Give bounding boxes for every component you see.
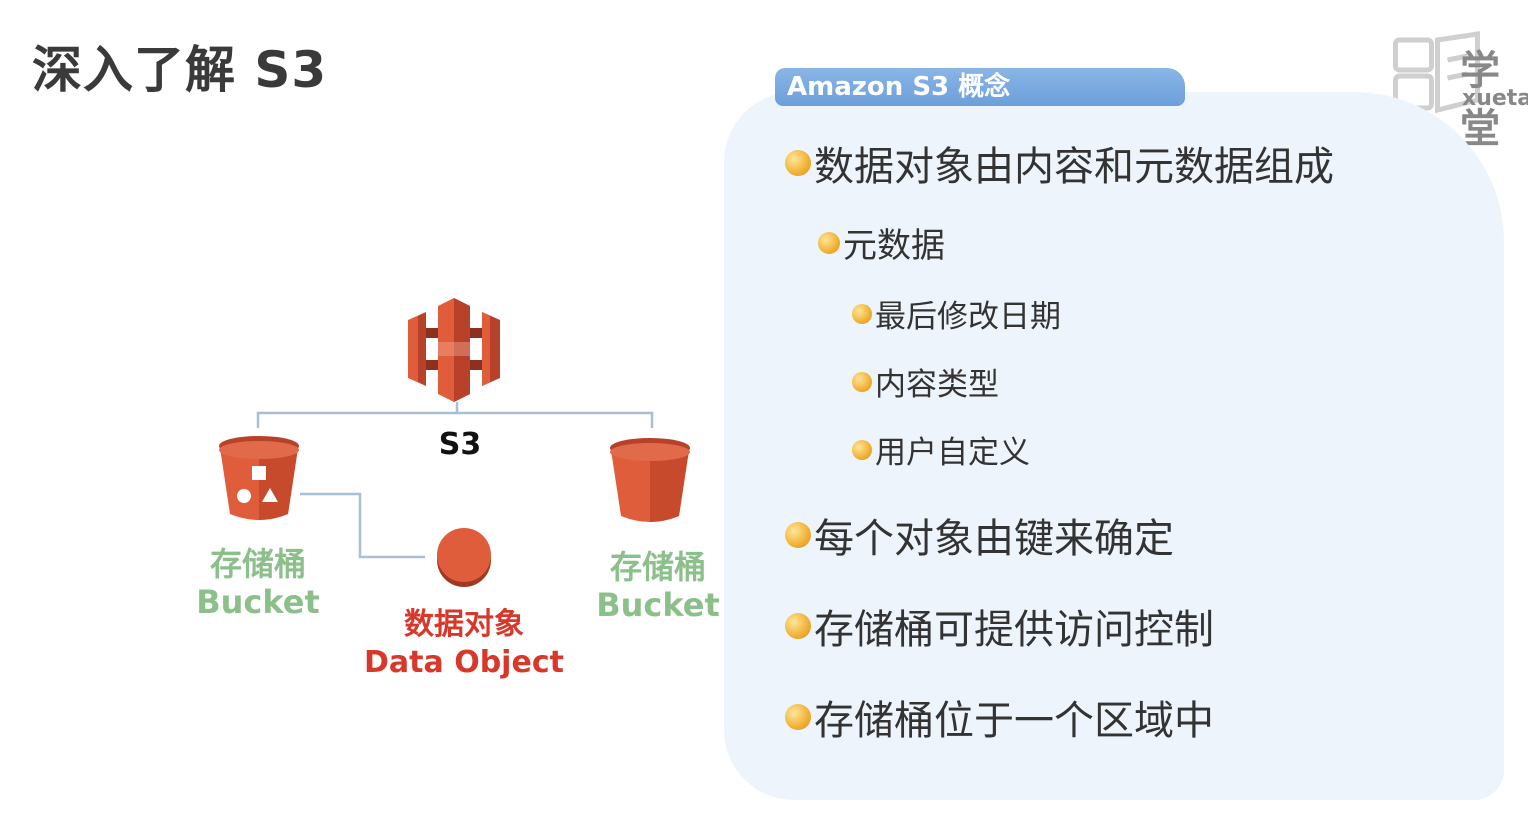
bullet-dot-icon: [852, 371, 872, 392]
data-object-icon: [437, 528, 491, 587]
bullet-item: 最后修改日期: [852, 291, 1061, 336]
s3-label: S3: [438, 427, 482, 462]
bullet-text: 数据对象由内容和元数据组成: [814, 144, 1334, 190]
data-object-cn: 数据对象: [404, 607, 524, 642]
s3-diagram: S3 存储桶 Bucket 存储桶 Bucket 数据对象 Data Objec…: [0, 0, 724, 828]
bullet-text: 元数据: [843, 226, 945, 266]
bullet-text: 每个对象由键来确定: [814, 516, 1174, 562]
bullet-text: 用户自定义: [875, 435, 1030, 471]
bucket-right-label: 存储桶 Bucket: [588, 548, 728, 624]
bullet-text: 存储桶位于一个区域中: [814, 698, 1214, 744]
diagram-connectors: [256, 402, 654, 559]
bullet-item: 元数据: [818, 218, 945, 267]
bullet-dot-icon: [785, 704, 811, 730]
data-object-label: 数据对象 Data Object: [354, 606, 574, 682]
bullet-dot-icon: [785, 150, 811, 176]
bucket-left-en: Bucket: [196, 583, 320, 621]
bullet-dot-icon: [785, 522, 811, 548]
bullet-dot-icon: [785, 613, 811, 639]
bullet-item: 数据对象由内容和元数据组成: [785, 134, 1334, 192]
bullet-text: 内容类型: [875, 367, 999, 403]
bucket-icon: [610, 438, 690, 522]
bullet-item: 用户自定义: [852, 427, 1030, 472]
bullet-dot-icon: [852, 303, 872, 324]
panel-tab-title: Amazon S3 概念: [775, 68, 1185, 106]
bullet-item: 存储桶位于一个区域中: [785, 688, 1214, 746]
data-object-en: Data Object: [364, 645, 564, 680]
bucket-right-en: Bucket: [596, 586, 720, 624]
bullet-item: 存储桶可提供访问控制: [785, 597, 1214, 655]
watermark-subtext: xueta: [1462, 86, 1528, 111]
bullet-dot-icon: [852, 439, 872, 460]
s3-logo-icon: [408, 298, 500, 402]
bullet-text: 存储桶可提供访问控制: [814, 607, 1214, 653]
bucket-left-cn: 存储桶: [209, 545, 306, 583]
bucket-right-cn: 存储桶: [609, 548, 706, 586]
bullet-item: 每个对象由键来确定: [785, 506, 1174, 564]
bucket-left-label: 存储桶 Bucket: [188, 545, 328, 621]
bucket-with-objects-icon: [219, 436, 299, 520]
page-title: 深入了解 S3: [32, 41, 328, 99]
bullet-item: 内容类型: [852, 359, 999, 404]
bullet-dot-icon: [818, 231, 840, 254]
bullet-text: 最后修改日期: [875, 299, 1061, 335]
